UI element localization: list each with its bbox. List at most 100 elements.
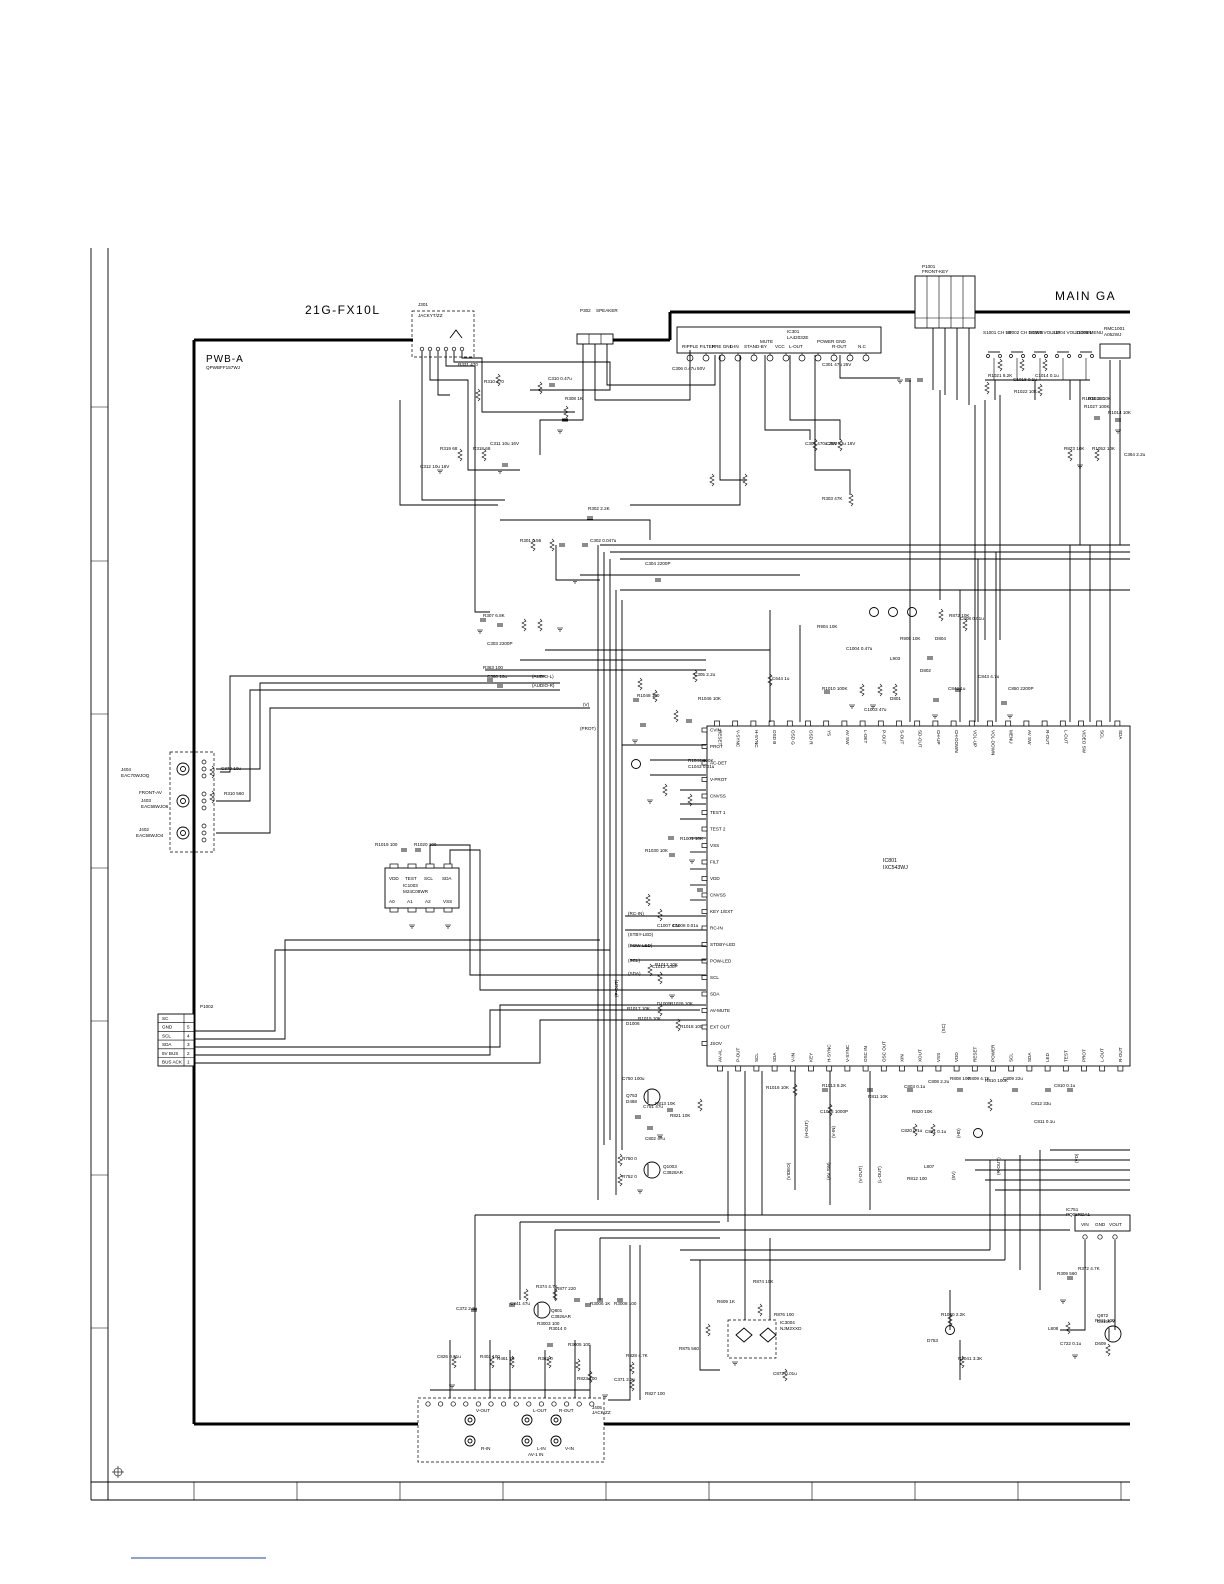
registration-mark: [112, 1466, 124, 1478]
part-label: C809 22u: [1003, 1076, 1023, 1081]
q801: Q801 C3926AR: [533, 1301, 572, 1319]
q1003-part: C3928AR: [663, 1170, 684, 1175]
ic301-pin1: RIPPLE FILTER: [682, 344, 716, 349]
part-label: R1015 10K: [638, 1016, 662, 1021]
ic801-bottom-pin: [717, 1065, 723, 1072]
resistor-symbol: [617, 1153, 623, 1167]
ic801-top-pin: [932, 720, 939, 727]
part-label: R1040 2.2K: [941, 1312, 966, 1317]
resistor-symbol: [489, 1355, 495, 1369]
part-label: C360 10u: [487, 674, 507, 679]
ic801-bottom-pin: [935, 1065, 942, 1072]
resistor-symbol: [495, 373, 501, 387]
p1002-pin-number: 3: [187, 1042, 190, 1047]
ic801-left-pin: [701, 793, 708, 799]
resistor-symbol: [652, 689, 658, 703]
j405-pin: [488, 1401, 494, 1407]
signal-label: (V-IN): [831, 1126, 836, 1138]
part-label: R1044 100K: [688, 758, 714, 763]
part-label: R750 0: [622, 1156, 637, 1161]
part-label: C1014 0.1u: [1035, 373, 1059, 378]
ic801-top-pin: [750, 720, 757, 727]
part-label: R811 10K: [868, 1094, 889, 1099]
ic801-left-pin: [701, 991, 708, 997]
q801-ref: Q801: [551, 1308, 563, 1313]
part-label: R1017 10K: [627, 1006, 651, 1011]
ic801-bottom-pin-label: VSS: [936, 1053, 941, 1062]
part-label: C826 0.01u: [437, 1354, 461, 1359]
part-label: R1014 10K: [1108, 410, 1132, 415]
part-label: R461 75: [497, 1356, 515, 1361]
resistor-symbol: [859, 683, 865, 697]
ic801-bottom-pin: [808, 1065, 814, 1072]
ic801-bottom-pin: [1081, 1065, 1087, 1072]
ic801-bottom-pin-label: SDA: [1027, 1052, 1032, 1062]
part-label: R318 68: [473, 446, 491, 451]
ic801-left-pin-label: POW-LED: [710, 959, 732, 964]
signal-label: (AUDIO-L): [532, 674, 554, 679]
ic801-bottom-pin-label: SCL: [754, 1053, 759, 1062]
part-label: R1052 10K: [1092, 446, 1116, 451]
part-label: R3003 100: [537, 1321, 560, 1326]
ic801-bottom-pin-label: TEST: [1063, 1050, 1068, 1062]
j403-part: EAC58WJO6: [141, 804, 169, 809]
part-label: R402 100: [480, 1354, 500, 1359]
j405-pin: [425, 1401, 431, 1407]
part-label: R1020 100: [414, 842, 437, 847]
ic301-pin3: L-IN: [730, 344, 739, 349]
ic801-left-pin-label: CVIN: [710, 728, 721, 733]
ic801-left-pin: [701, 892, 708, 898]
j405-rear-av: J405 JACK/ZZ V-OUT L-OUT R-OUT R-IN L-IN…: [417, 1397, 611, 1463]
part-label: C301 47u 25V: [822, 362, 852, 367]
front-av-label: FRONT-AV: [139, 790, 163, 795]
resistor-symbol: [523, 1288, 529, 1302]
ic801-top-pin: [786, 720, 793, 727]
part-label: C802 47u: [645, 1136, 665, 1141]
resistor-symbol: [549, 538, 555, 552]
resistor-symbol: [645, 893, 651, 907]
resistor-symbol: [709, 473, 715, 487]
ic801-bottom-pin-label: POWER: [991, 1044, 996, 1062]
ic801-left-pin-label: FILT: [710, 860, 719, 865]
ic801-bottom-pin: [953, 1065, 960, 1072]
signal-label: (SC): [941, 1023, 946, 1033]
resistor-symbol: [742, 473, 748, 487]
ic801-bottom-pin-label: VDD: [954, 1052, 959, 1062]
ic801-top-pin-label: OSD G: [790, 730, 795, 745]
resistor-symbol: [662, 783, 668, 797]
resistor-symbol: [848, 493, 854, 507]
signal-labels: (AUDIO-L)(AUDIO-R)(V)(PROT)(RC-IN)(STBY-…: [532, 674, 1079, 1183]
p1002-pin-label: SCL: [162, 1033, 171, 1038]
ic1003-p4: VSS: [443, 899, 452, 904]
part-label: R362 0: [538, 1356, 553, 1361]
ic801-left-pin: [701, 942, 708, 947]
j405-pin: [589, 1401, 595, 1407]
ic801-bottom-pin: [771, 1065, 778, 1072]
key-switch-contact: [1009, 354, 1013, 358]
ic1003-p2: A1: [407, 899, 413, 904]
resistor-symbol: [509, 1355, 515, 1369]
resistor-symbol: [673, 709, 679, 723]
part-label: R904 10K: [817, 624, 838, 629]
ic801-top-pin: [1023, 720, 1030, 727]
resistor-symbol: [457, 448, 463, 462]
resistor-symbol: [617, 1173, 623, 1187]
p1002-pin-label: SC: [162, 1016, 169, 1021]
j405-pin: [501, 1401, 507, 1407]
ic801-left-pin: [701, 958, 708, 964]
ic801-bottom-pin-label: OSC IN: [863, 1046, 868, 1062]
ic801-bottom-pin: [826, 1065, 833, 1072]
ic801-bottom-pin: [1062, 1065, 1069, 1072]
part-label: C1012 100P: [652, 964, 678, 969]
q753-part: D468: [626, 1099, 637, 1104]
j402-part: EAC58WJO4: [136, 833, 164, 838]
part-label: R310 470: [484, 379, 504, 384]
part-label: R828 4.7K: [626, 1353, 649, 1358]
ic801-top-pin: [768, 720, 775, 727]
signal-label: (VIDEO): [786, 1162, 791, 1180]
resistor-symbol: [1094, 448, 1100, 462]
signal-label: (AUDIO-R): [532, 683, 555, 688]
ic801-bottom-pin-label: H-SYNC: [827, 1044, 832, 1062]
test-points: [631, 607, 983, 1335]
part-label: R823 100: [577, 1376, 597, 1381]
